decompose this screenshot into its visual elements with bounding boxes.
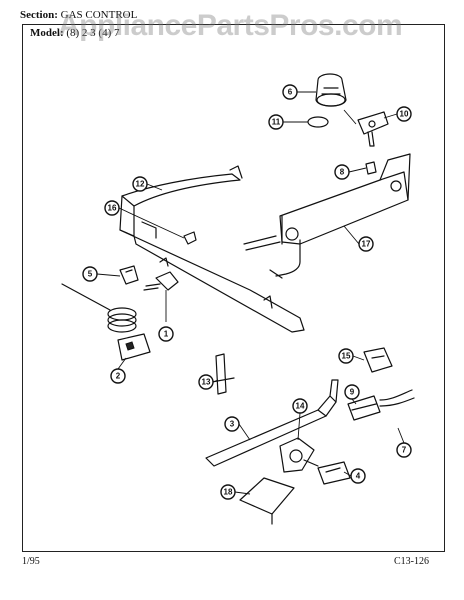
callout-7: 7 bbox=[396, 442, 412, 458]
svg-text:7: 7 bbox=[402, 446, 407, 455]
model-value: (8) 2 3 (4) 7 bbox=[66, 27, 120, 39]
callout-14: 14 bbox=[292, 398, 308, 414]
svg-text:6: 6 bbox=[288, 88, 293, 97]
footer-date: 1/95 bbox=[22, 556, 40, 567]
svg-text:4: 4 bbox=[356, 472, 361, 481]
callout-9: 9 bbox=[344, 384, 360, 400]
svg-text:17: 17 bbox=[362, 240, 371, 249]
callout-1: 1 bbox=[158, 326, 174, 342]
callout-10: 10 bbox=[396, 106, 412, 122]
callout-3: 3 bbox=[224, 416, 240, 432]
section-value: GAS CONTROL bbox=[60, 9, 138, 21]
section-heading: Section: GAS CONTROL bbox=[20, 9, 137, 21]
callout-4: 4 bbox=[350, 468, 366, 484]
model-heading: Model: (8) 2 3 (4) 7 bbox=[30, 27, 120, 39]
callout-18: 18 bbox=[220, 484, 236, 500]
section-label: Section: bbox=[20, 9, 58, 21]
svg-text:15: 15 bbox=[342, 352, 351, 361]
callout-17: 17 bbox=[358, 236, 374, 252]
svg-text:12: 12 bbox=[136, 180, 145, 189]
svg-text:10: 10 bbox=[400, 110, 409, 119]
svg-text:2: 2 bbox=[116, 372, 121, 381]
screw-part bbox=[365, 161, 377, 175]
svg-text:13: 13 bbox=[202, 378, 211, 387]
footer-code: C13-126 bbox=[394, 556, 429, 567]
svg-text:11: 11 bbox=[272, 118, 281, 127]
orifice-spud bbox=[143, 271, 179, 322]
diagram-frame bbox=[22, 24, 445, 552]
callout-6: 6 bbox=[282, 84, 298, 100]
clip-part bbox=[183, 231, 197, 245]
ignition-switch bbox=[363, 347, 393, 373]
igniter bbox=[347, 389, 415, 421]
valve-cap bbox=[315, 73, 347, 107]
svg-text:1: 1 bbox=[164, 330, 169, 339]
model-label: Model: bbox=[30, 27, 64, 39]
leader-lines bbox=[96, 91, 405, 495]
thermostat bbox=[61, 283, 151, 361]
svg-text:5: 5 bbox=[88, 270, 93, 279]
callout-8: 8 bbox=[334, 164, 350, 180]
burner-tube bbox=[205, 379, 339, 467]
o-ring bbox=[307, 116, 329, 128]
valve-assembly bbox=[243, 153, 411, 279]
svg-text:16: 16 bbox=[108, 204, 117, 213]
small-bracket bbox=[211, 353, 235, 395]
callout-5: 5 bbox=[82, 266, 98, 282]
callout-12: 12 bbox=[132, 176, 148, 192]
svg-text:9: 9 bbox=[350, 388, 355, 397]
svg-text:14: 14 bbox=[296, 402, 305, 411]
callout-11: 11 bbox=[268, 114, 284, 130]
callout-16: 16 bbox=[104, 200, 120, 216]
mounting-bracket bbox=[239, 477, 295, 525]
svg-text:3: 3 bbox=[230, 420, 235, 429]
manifold-bar bbox=[119, 165, 305, 333]
valve-clip bbox=[119, 265, 139, 285]
svg-text:18: 18 bbox=[224, 488, 233, 497]
callout-2: 2 bbox=[110, 368, 126, 384]
callout-13: 13 bbox=[198, 374, 214, 390]
gas-fitting bbox=[317, 461, 351, 485]
valve-bracket bbox=[343, 109, 389, 147]
callout-15: 15 bbox=[338, 348, 354, 364]
gas-valve bbox=[279, 437, 319, 473]
svg-text:8: 8 bbox=[340, 168, 345, 177]
